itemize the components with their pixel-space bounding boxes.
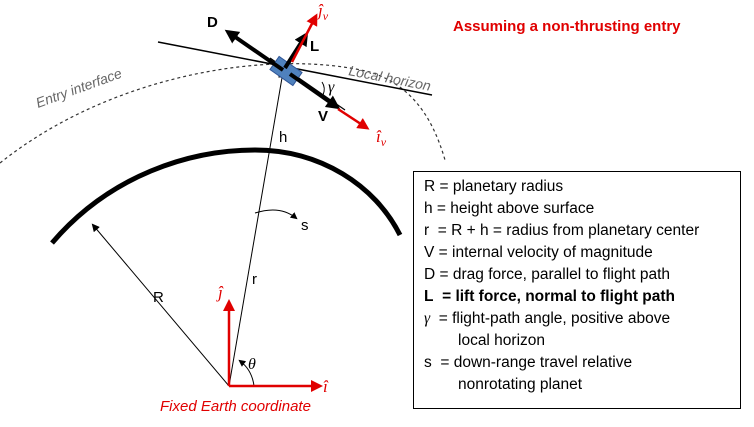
j-v-arrow <box>290 13 318 63</box>
title: Assuming a non-thrusting entry <box>453 18 681 35</box>
legend-text: = drag force, parallel to flight path <box>435 266 671 283</box>
legend-symbol: L <box>424 288 434 305</box>
legend-text: = planetary radius <box>435 178 564 195</box>
legend-row: r = R + h = radius from planetary center <box>424 220 740 242</box>
radius-line-R <box>91 223 230 387</box>
legend-symbol: V <box>424 244 435 261</box>
gamma-label: γ <box>328 79 335 96</box>
legend-symbol: h <box>424 200 433 217</box>
legend-row-continuation: nonrotating planet <box>458 376 583 393</box>
legend-symbol: s <box>424 354 432 371</box>
i-hat-label: î <box>323 377 329 396</box>
legend-text: = flight-path angle, positive above <box>430 310 671 327</box>
theta-arc <box>238 359 255 387</box>
legend-text: = internal velocity of magnitude <box>434 244 653 261</box>
legend-symbol: R <box>424 178 436 195</box>
legend-row: L = lift force, normal to flight path <box>424 286 740 308</box>
j-hat-label: ĵ <box>216 283 224 302</box>
legend-row: h = height above surface <box>424 198 740 220</box>
h-label: h <box>279 129 287 146</box>
i-v-arrow <box>337 107 370 130</box>
legend-row: R = planetary radius <box>424 176 740 198</box>
r-label: r <box>252 271 257 288</box>
gamma-arc <box>321 81 325 96</box>
legend-row-continuation: local horizon <box>458 332 546 349</box>
legend-row: γ = flight-path angle, positive above <box>424 308 740 330</box>
legend-text: = height above surface <box>432 200 595 217</box>
R-label: R <box>153 289 164 306</box>
fixed-earth-caption: Fixed Earth coordinate <box>160 398 311 415</box>
lift-label: L <box>310 38 319 55</box>
entry-interface-label: Entry interface <box>34 65 124 111</box>
legend-symbol: D <box>424 266 436 283</box>
velocity-arrow <box>288 72 341 110</box>
legend-symbol: r <box>424 222 430 239</box>
legend-row: s = down-range travel relative <box>424 352 740 374</box>
drag-arrow <box>224 29 285 72</box>
radius-line-r <box>228 70 286 387</box>
drag-label: D <box>207 14 218 31</box>
s-label: s <box>301 217 309 234</box>
legend-text: = down-range travel relative <box>431 354 633 371</box>
velocity-label: V <box>318 108 328 125</box>
legend-symbol: γ <box>424 310 431 327</box>
theta-label: θ <box>248 356 256 373</box>
j-v-label: ĵv <box>316 1 329 23</box>
downrange-arc <box>254 209 298 220</box>
i-v-label: îv <box>376 127 387 149</box>
legend-text: = lift force, normal to flight path <box>433 288 676 305</box>
legend-row: D = drag force, parallel to flight path <box>424 264 740 286</box>
local-horizon-label: Local horizon <box>347 62 432 94</box>
planet-surface-arc <box>50 147 403 245</box>
legend-row: V = internal velocity of magnitude <box>424 242 740 264</box>
entry-interface-arc <box>0 63 446 164</box>
legend-text: = R + h = radius from planetary center <box>429 222 700 239</box>
